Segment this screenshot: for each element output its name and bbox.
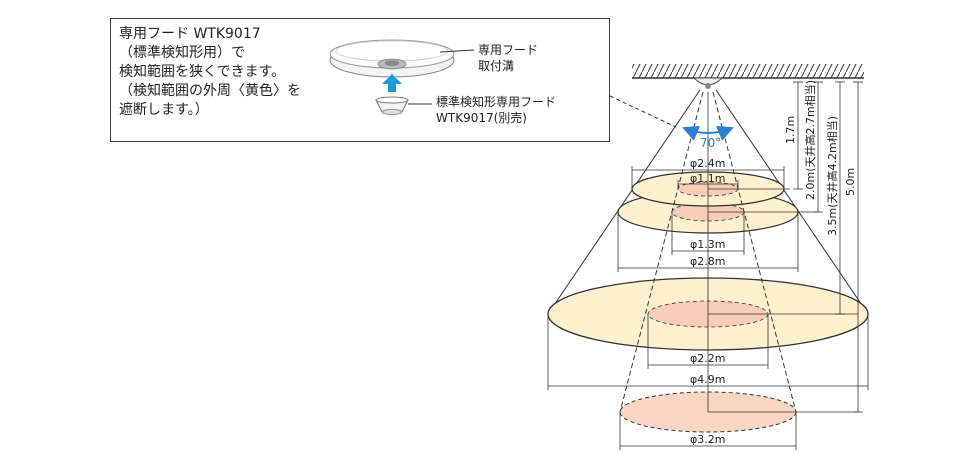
diameter-label-4-9m: φ4.9m	[690, 373, 725, 386]
diameter-label-1-1m: φ1.1m	[690, 172, 725, 185]
diameter-dimensions	[547, 166, 869, 450]
note-line-4: （検知範囲の外周〈黄色〉を	[119, 83, 301, 99]
groove-label-2: 取付溝	[478, 59, 514, 73]
diameter-label-2-8m: φ2.8m	[690, 255, 725, 268]
cone-dashed-right	[712, 91, 797, 413]
diameter-label-1-3m: φ1.3m	[690, 238, 725, 251]
note-line-2: （標準検知形用）で	[119, 45, 245, 61]
angle-label: 70°	[700, 136, 721, 150]
height-label-1-7m: 1.7m	[784, 116, 797, 144]
ceiling-sensor	[692, 77, 724, 89]
note-line-3: 検知範囲を狭くできます。	[119, 64, 286, 80]
hood-label-2: WTK9017(別売)	[436, 110, 527, 125]
sensor-product-illustration	[329, 39, 475, 78]
hood-callout-box: 専用フード WTK9017 （標準検知形用）で 検知範囲を狭くできます。 （検知…	[110, 18, 610, 142]
diameter-label-2-4m: φ2.4m	[690, 157, 725, 170]
hood-illustration	[375, 96, 432, 115]
diameter-label-2-2m: φ2.2m	[690, 352, 725, 365]
groove-label-1: 専用フード	[478, 43, 538, 57]
hood-note: 専用フード WTK9017 （標準検知形用）で 検知範囲を狭くできます。 （検知…	[119, 25, 301, 120]
angle-arc	[682, 125, 734, 141]
ceiling-hatch	[632, 64, 864, 78]
callout-leader-line	[609, 95, 677, 128]
cone-dashed-left	[619, 91, 704, 413]
height-label-5-0m: 5.0m	[844, 168, 857, 196]
note-line-1: 専用フード WTK9017	[119, 26, 261, 42]
height-label-2-0m: 2.0m(天井高2.7m相当)	[803, 80, 817, 200]
height-dimensions	[793, 81, 863, 413]
cone-solid-left	[547, 89, 701, 315]
hood-label-1: 標準検知形専用フード	[436, 94, 556, 109]
cone-solid-right	[715, 89, 869, 315]
diameter-label-3-2m: φ3.2m	[690, 433, 725, 446]
height-label-3-5m: 3.5m(天井高4.2m相当)	[825, 116, 839, 236]
note-line-5: 遮断します。）	[119, 102, 209, 118]
up-arrow-icon	[382, 74, 402, 92]
